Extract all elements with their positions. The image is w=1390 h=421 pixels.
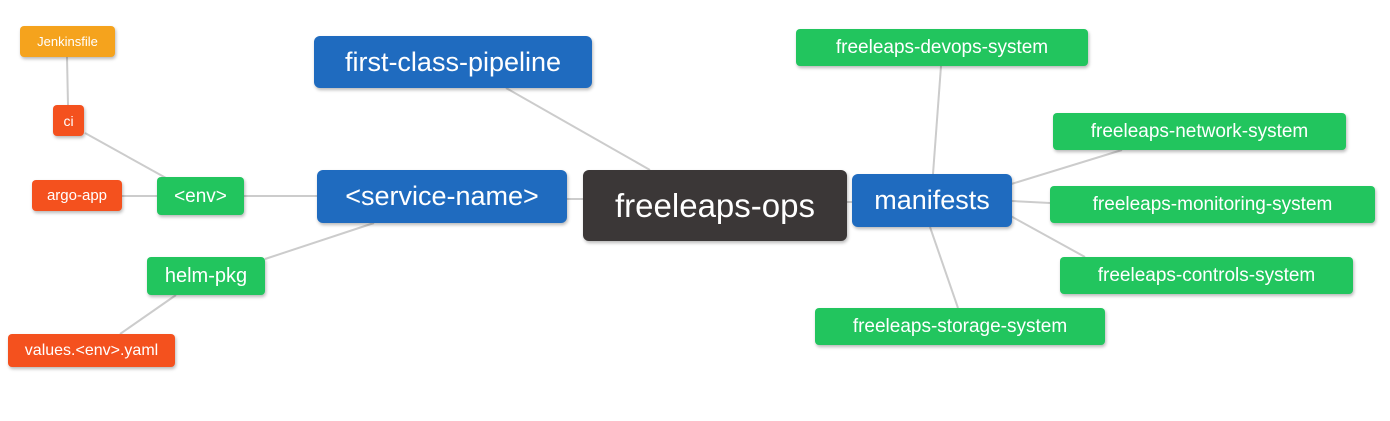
edge-manifests-to-freeleaps-monitoring-system [1011, 200, 1051, 204]
node-freeleaps-controls-system[interactable]: freeleaps-controls-system [1060, 257, 1353, 294]
node-freeleaps-storage-system[interactable]: freeleaps-storage-system [815, 308, 1105, 345]
edge-first-class-pipeline-to-freeleaps-ops [505, 87, 651, 171]
edge-manifests-to-freeleaps-storage-system [929, 226, 959, 309]
node-label: values.<env>.yaml [24, 341, 159, 359]
node-jenkinsfile[interactable]: Jenkinsfile [20, 26, 115, 57]
edge-ci-to-env [84, 132, 167, 179]
node-label: Jenkinsfile [37, 34, 98, 49]
edge-jenkinsfile-to-ci [66, 56, 69, 106]
node-label: freeleaps-devops-system [835, 37, 1049, 58]
edge-helm-pkg-to-service-name [264, 222, 375, 260]
node-label: freeleaps-controls-system [1097, 265, 1316, 286]
node-first-class-pipeline[interactable]: first-class-pipeline [314, 36, 592, 88]
node-label: freeleaps-ops [615, 187, 815, 224]
node-freeleaps-ops[interactable]: freeleaps-ops [583, 170, 847, 241]
node-label: freeleaps-storage-system [852, 316, 1068, 337]
node-freeleaps-network-system[interactable]: freeleaps-network-system [1053, 113, 1346, 150]
node-argo-app[interactable]: argo-app [32, 180, 122, 211]
node-values-env-yaml[interactable]: values.<env>.yaml [8, 334, 175, 367]
node-label: <service-name> [345, 181, 539, 211]
edge-manifests-to-freeleaps-network-system [1007, 149, 1123, 186]
edge-manifests-to-freeleaps-devops-system [932, 65, 942, 175]
node-freeleaps-monitoring-system[interactable]: freeleaps-monitoring-system [1050, 186, 1375, 223]
node-helm-pkg[interactable]: helm-pkg [147, 257, 265, 295]
node-label: <env> [174, 185, 227, 207]
node-label: manifests [874, 185, 990, 215]
node-manifests[interactable]: manifests [852, 174, 1012, 227]
edge-values-env-yaml-to-helm-pkg [119, 294, 177, 335]
node-label: helm-pkg [164, 265, 248, 287]
node-freeleaps-devops-system[interactable]: freeleaps-devops-system [796, 29, 1088, 66]
node-label: freeleaps-monitoring-system [1092, 194, 1333, 215]
node-service-name[interactable]: <service-name> [317, 170, 567, 223]
node-label: first-class-pipeline [344, 46, 562, 77]
node-label: ci [63, 112, 74, 129]
node-ci[interactable]: ci [53, 105, 84, 136]
node-env[interactable]: <env> [157, 177, 244, 215]
node-label: argo-app [46, 187, 108, 204]
node-label: freeleaps-network-system [1090, 121, 1309, 142]
